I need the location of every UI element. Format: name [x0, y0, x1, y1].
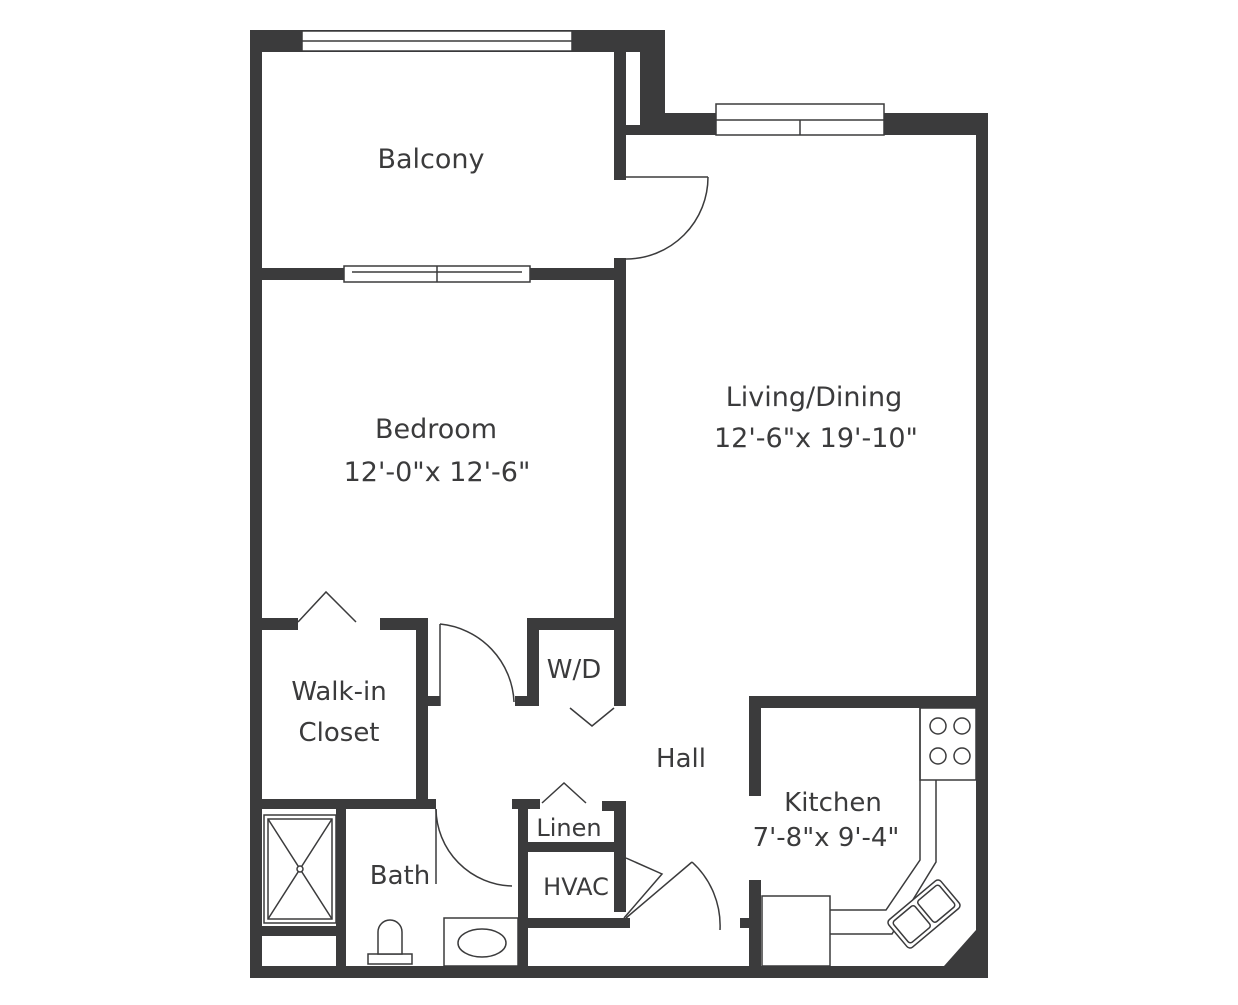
- shower-drain-icon: [296, 865, 304, 873]
- door-closet: [297, 590, 357, 623]
- toilet-bowl: [377, 919, 403, 955]
- corner-chase: [944, 930, 976, 966]
- wall-balcony-living-upper: [614, 135, 626, 180]
- wall-closet-stub: [428, 696, 440, 706]
- refrigerator: [761, 895, 831, 967]
- door-wd: [569, 707, 615, 727]
- cooktop: [919, 707, 977, 781]
- counter-edge: [830, 708, 921, 911]
- wall-linen-top-left: [518, 799, 540, 809]
- burner-icon: [953, 747, 971, 765]
- interior-walls: [250, 135, 988, 978]
- door-hvac: [623, 857, 664, 919]
- shower: [263, 814, 337, 924]
- wall-closet-right: [416, 618, 428, 808]
- door-entry-arc: [691, 861, 721, 931]
- doors: [297, 176, 721, 931]
- fixtures: [263, 707, 977, 967]
- wall-balcony-bedroom-left: [250, 268, 344, 280]
- kitchen-sink-body: [887, 879, 961, 949]
- wall-linen-hvac: [518, 842, 626, 852]
- room-label-linen: Linen: [536, 814, 601, 842]
- room-dims-bedroom: 12'-0"x 12'-6": [344, 457, 531, 488]
- sink-icon: [457, 928, 507, 958]
- room-label-balcony: Balcony: [377, 144, 484, 175]
- room-label-walkin-line2: Closet: [298, 718, 379, 748]
- door-bath-arc: [435, 808, 513, 887]
- wall-hvac-right: [614, 852, 626, 912]
- kitchen-sink-basin: [917, 884, 956, 923]
- wall-bath-shower-divider: [336, 809, 346, 974]
- wall-kitchen-top: [749, 696, 988, 708]
- room-label-walkin-line1: Walk-in: [291, 677, 386, 707]
- wall-pillar-base: [614, 125, 664, 135]
- toilet-tank: [367, 953, 413, 965]
- wall-kitchen-left-upper: [749, 696, 761, 796]
- room-label-hvac: HVAC: [543, 873, 609, 901]
- wall-bath-lower: [250, 926, 346, 936]
- room-label-living: Living/Dining: [726, 382, 903, 413]
- wall-bath-right: [518, 801, 528, 978]
- wall-closet-bath: [250, 799, 436, 809]
- room-label-hall: Hall: [656, 744, 706, 774]
- room-dims-living: 12'-6"x 19'-10": [714, 423, 918, 454]
- burner-icon: [953, 717, 971, 735]
- wall-wd-stub-right: [614, 696, 626, 706]
- room-label-wd: W/D: [547, 655, 602, 685]
- door-bedroom-arc: [439, 623, 515, 703]
- shower-inner: [267, 818, 333, 920]
- wall-balcony-living-lower: [614, 258, 626, 280]
- door-linen: [541, 781, 587, 804]
- room-dims-kitchen: 7'-8"x 9'-4": [753, 823, 900, 853]
- wall-pillar-inner: [614, 30, 626, 135]
- room-label-bath: Bath: [370, 861, 430, 891]
- wall-closet-top-left: [250, 618, 298, 630]
- wall-wd-stub-left: [515, 696, 539, 706]
- wall-wd-left: [527, 618, 539, 706]
- wall-bedroom-living: [614, 280, 626, 706]
- wall-kitchen-left-lower: [749, 880, 761, 978]
- wall-bottom: [250, 966, 988, 978]
- windows: [301, 30, 885, 283]
- kitchen-sink-basin: [892, 905, 931, 944]
- kitchen-sink: [887, 879, 961, 949]
- labels: Balcony Bedroom 12'-0"x 12'-6" Living/Di…: [291, 144, 918, 901]
- wall-hvac-bottom: [518, 918, 630, 928]
- wall-right: [976, 113, 988, 978]
- door-balcony-arc: [625, 176, 709, 260]
- wall-wd-top: [527, 618, 626, 630]
- wall-entry-stub: [740, 918, 761, 928]
- door-entry: [625, 861, 693, 919]
- room-label-kitchen: Kitchen: [784, 788, 882, 818]
- room-label-bedroom: Bedroom: [375, 414, 497, 445]
- vanity: [443, 917, 519, 967]
- burner-icon: [929, 717, 947, 735]
- wall-left: [250, 30, 262, 978]
- wall-balcony-bedroom-right: [530, 268, 626, 280]
- burner-icon: [929, 747, 947, 765]
